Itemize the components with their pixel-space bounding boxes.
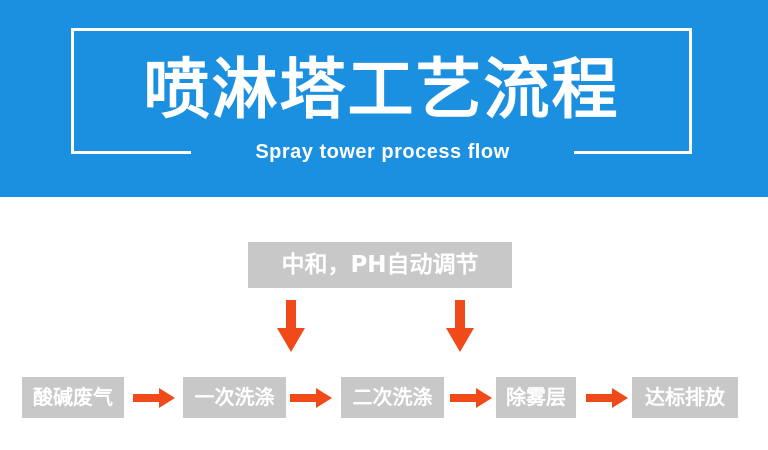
step-demister: 除雾层 <box>496 377 576 418</box>
down-arrow-2 <box>446 300 474 352</box>
frame-right-line <box>689 28 692 154</box>
frame-bottom-right-line <box>574 151 692 154</box>
frame-top-line <box>71 28 692 31</box>
right-arrow-2 <box>290 388 332 408</box>
neutralization-box: 中和，PH自动调节 <box>248 242 512 288</box>
right-arrow-1 <box>133 388 175 408</box>
step-second-wash: 二次洗涤 <box>341 377 444 418</box>
frame-left-line <box>71 28 74 154</box>
page-title: 喷淋塔工艺流程 <box>143 51 620 128</box>
step-compliant-discharge: 达标排放 <box>632 377 738 418</box>
step-first-wash: 一次洗涤 <box>183 377 286 418</box>
down-arrow-1 <box>277 300 305 352</box>
page-subtitle: Spray tower process flow <box>255 141 510 163</box>
step-acid-alkali-gas: 酸碱废气 <box>22 377 124 418</box>
frame-bottom-left-line <box>71 151 191 154</box>
right-arrow-4 <box>586 388 628 408</box>
right-arrow-3 <box>450 388 492 408</box>
header-banner: 喷淋塔工艺流程 Spray tower process flow <box>0 0 768 197</box>
